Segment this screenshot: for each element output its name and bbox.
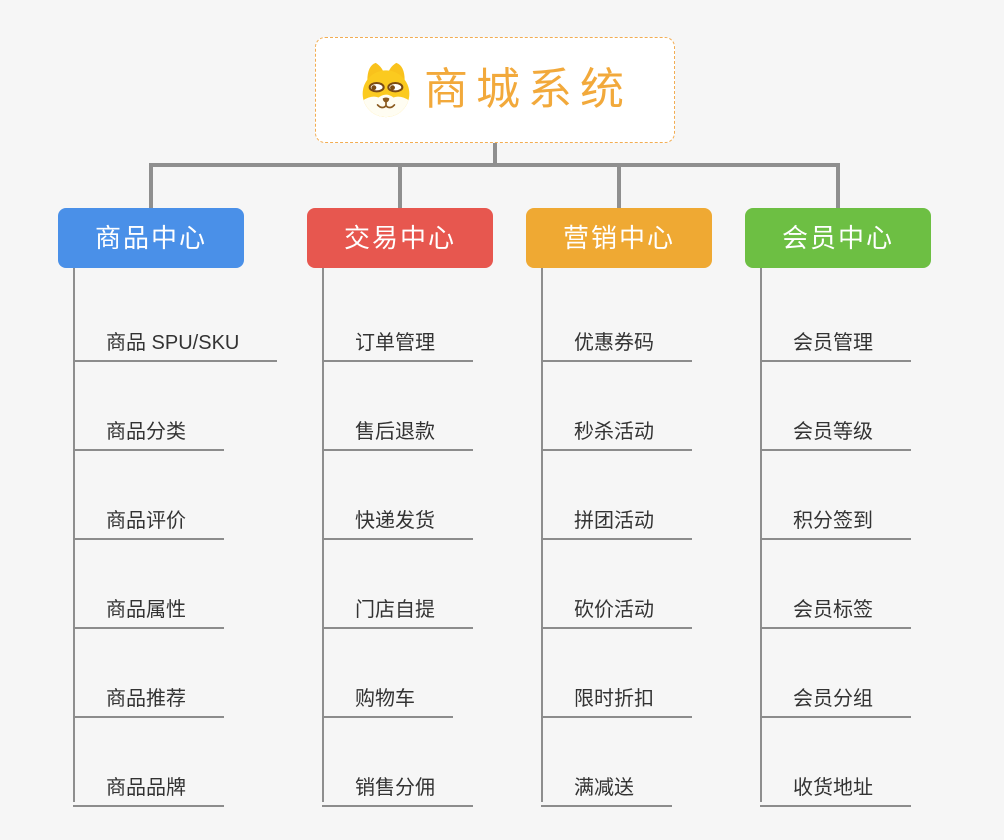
leaf-node[interactable]: 会员管理: [760, 317, 911, 362]
leaf-label: 商品评价: [106, 510, 186, 532]
leaf-node[interactable]: 会员分组: [760, 673, 911, 718]
leaf-label: 销售分佣: [355, 777, 435, 799]
branch-label: 商品中心: [94, 223, 207, 253]
connector-root-stem: [493, 143, 497, 167]
leaf-node[interactable]: 会员标签: [760, 584, 911, 629]
leaf-node[interactable]: 商品 SPU/SKU: [73, 317, 278, 362]
leaf-label: 会员标签: [793, 599, 873, 621]
connector-column-line: [541, 268, 543, 802]
leaf-label: 商品品牌: [106, 777, 186, 799]
leaf-label: 限时折扣: [574, 688, 654, 710]
connector-drop: [617, 163, 621, 208]
leaf-node[interactable]: 收货地址: [760, 762, 911, 807]
leaf-label: 会员等级: [793, 421, 873, 443]
leaf-label: 会员分组: [793, 688, 873, 710]
connector-drop: [836, 163, 840, 208]
leaf-label: 商品推荐: [106, 688, 186, 710]
leaf-node[interactable]: 积分签到: [760, 495, 911, 540]
branch-label: 交易中心: [343, 223, 456, 253]
leaf-label: 门店自提: [355, 599, 435, 621]
connector-drop: [398, 163, 402, 208]
leaf-node[interactable]: 门店自提: [322, 584, 473, 629]
leaf-node[interactable]: 限时折扣: [541, 673, 692, 718]
leaf-node[interactable]: 快递发货: [322, 495, 473, 540]
leaf-label: 秒杀活动: [574, 421, 654, 443]
leaf-label: 订单管理: [355, 332, 435, 354]
leaf-node[interactable]: 售后退款: [322, 406, 473, 451]
leaf-node[interactable]: 商品属性: [73, 584, 224, 629]
leaf-label: 拼团活动: [574, 510, 654, 532]
leaf-node[interactable]: 购物车: [322, 673, 453, 718]
connector-column-line: [322, 268, 324, 802]
branch-node[interactable]: 会员中心: [745, 208, 931, 268]
branch-label: 会员中心: [781, 223, 894, 253]
branch-node[interactable]: 交易中心: [307, 208, 493, 268]
leaf-node[interactable]: 满减送: [541, 762, 672, 807]
connector-horizontal: [149, 163, 840, 167]
leaf-label: 收货地址: [793, 777, 873, 799]
branch-node[interactable]: 商品中心: [58, 208, 244, 268]
leaf-label: 购物车: [355, 688, 415, 710]
leaf-node[interactable]: 商品品牌: [73, 762, 224, 807]
leaf-node[interactable]: 商品推荐: [73, 673, 224, 718]
leaf-label: 会员管理: [793, 332, 873, 354]
leaf-node[interactable]: 订单管理: [322, 317, 473, 362]
dog-face-icon: [362, 62, 410, 118]
connector-drop: [149, 163, 153, 208]
leaf-label: 商品 SPU/SKU: [106, 332, 240, 354]
leaf-node[interactable]: 砍价活动: [541, 584, 692, 629]
leaf-label: 满减送: [574, 777, 634, 799]
connector-column-line: [73, 268, 75, 802]
leaf-node[interactable]: 商品分类: [73, 406, 224, 451]
root-node[interactable]: 商城系统: [315, 37, 675, 143]
root-title: 商城系统: [424, 65, 632, 114]
leaf-node[interactable]: 销售分佣: [322, 762, 473, 807]
leaf-label: 积分签到: [793, 510, 873, 532]
leaf-label: 售后退款: [355, 421, 435, 443]
leaf-node[interactable]: 拼团活动: [541, 495, 692, 540]
leaf-node[interactable]: 会员等级: [760, 406, 911, 451]
branch-node[interactable]: 营销中心: [526, 208, 712, 268]
leaf-node[interactable]: 商品评价: [73, 495, 224, 540]
leaf-label: 商品分类: [106, 421, 186, 443]
leaf-node[interactable]: 秒杀活动: [541, 406, 692, 451]
leaf-node[interactable]: 优惠券码: [541, 317, 692, 362]
leaf-label: 优惠券码: [574, 332, 654, 354]
connector-column-line: [760, 268, 762, 802]
branch-label: 营销中心: [562, 223, 675, 253]
leaf-label: 砍价活动: [574, 599, 654, 621]
leaf-label: 快递发货: [355, 510, 435, 532]
leaf-label: 商品属性: [106, 599, 186, 621]
